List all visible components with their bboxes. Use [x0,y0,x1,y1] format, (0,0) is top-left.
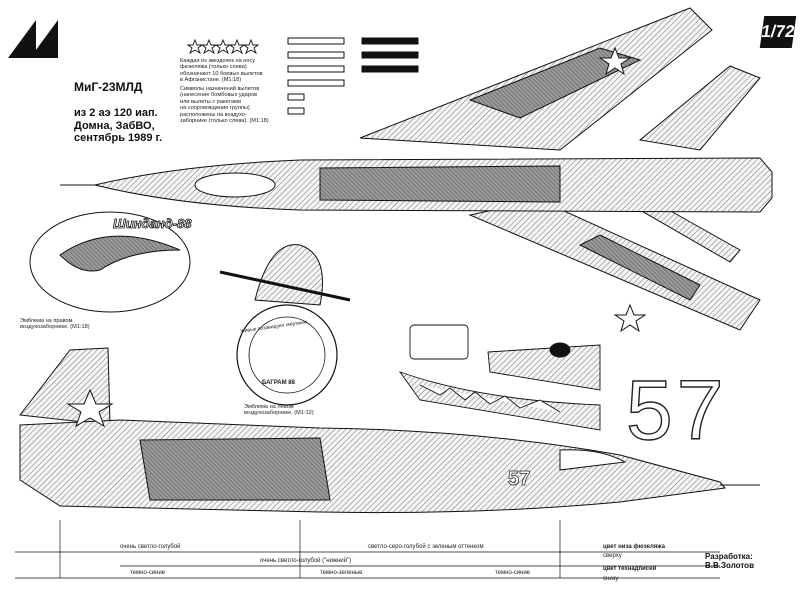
legend-bottom: снизу [603,576,619,582]
top-view-aircraft [60,7,773,333]
bagram-emblem [219,244,351,406]
aircraft-unit-details: из 2 аэ 120 иап. Домна, ЗабВО, сентябрь … [74,107,163,145]
legend-top: сверху [603,553,622,559]
tail-number-large: 57 [625,363,728,457]
color-legend-lines [15,520,720,579]
legend-very-light-blue-lower: очень светло-голубой ("нижний") [260,558,352,564]
symbols-note: Символы назначений вылетов (нанесение бо… [180,86,269,125]
scale-badge: 1/72 [759,16,797,48]
bagram-text: БАГРАМ 88 [262,380,295,386]
emblem-left-note: Эмблема на левом воздухозаборнике. (М1:1… [244,404,314,417]
aircraft-name: МиГ-23МЛД [74,79,143,94]
legend-dark-blue-2: темно-синие [495,570,531,576]
legend-very-light-blue: очень светло-голубой [120,544,181,550]
mission-stars [186,38,260,55]
author-credit: Разработка: В.В.Золотов [705,552,754,571]
legend-tech-labels: цвет технадписей [603,566,657,572]
legend-dark-green: темно-зеленые [320,570,363,576]
tail-number-small: 57 [508,468,531,491]
legend-light-grey-green: светло-серо-голубой с зеленым оттенком [368,544,484,550]
publisher-logo [8,20,58,58]
shindand-emblem [29,211,191,313]
aircraft-title-block: МиГ-23МЛД из 2 аэ 120 иап. Домна, ЗабВО,… [74,68,162,158]
intake-detail-sketch [398,324,601,431]
side-view-aircraft [19,347,760,514]
stars-note: Каждая из звездочек на носу фюзеляжа (то… [180,58,263,84]
emblem-right-note: Эмблема на правом воздухозаборнике. (М1:… [20,318,90,331]
legend-lower-fuselage: цвет низа фюзеляжа [603,544,665,550]
legend-dark-blue-1: темно-синие [130,570,166,576]
mission-symbols [287,37,419,115]
shindand-ribbon-text: Шинданд-88 [113,216,192,232]
